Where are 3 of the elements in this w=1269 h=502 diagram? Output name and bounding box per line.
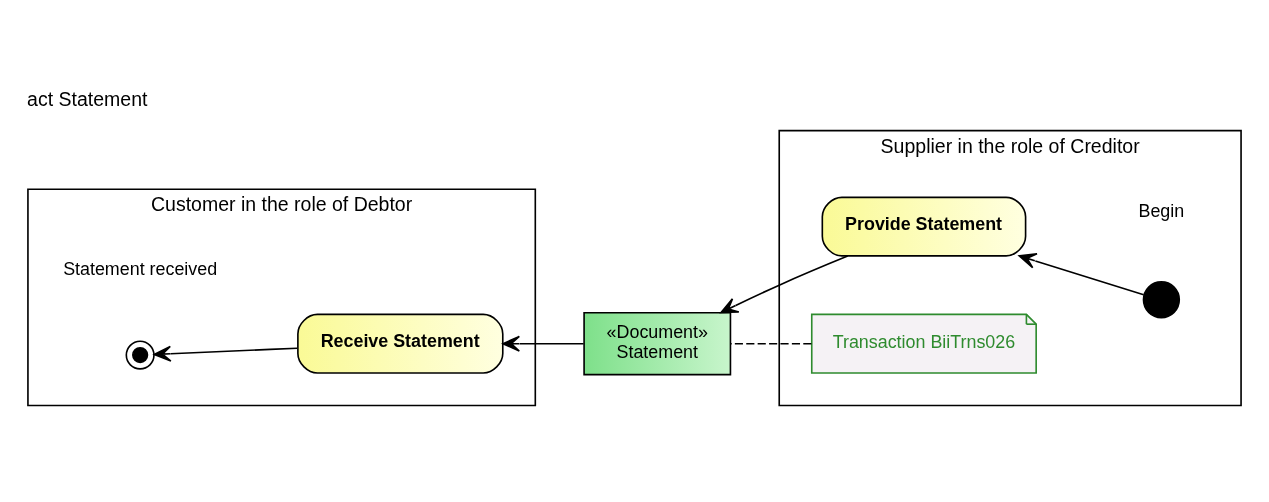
node-label: Statement received xyxy=(63,259,218,280)
node-label: Begin xyxy=(1138,200,1185,221)
diagram-title: act Statement xyxy=(27,87,148,110)
